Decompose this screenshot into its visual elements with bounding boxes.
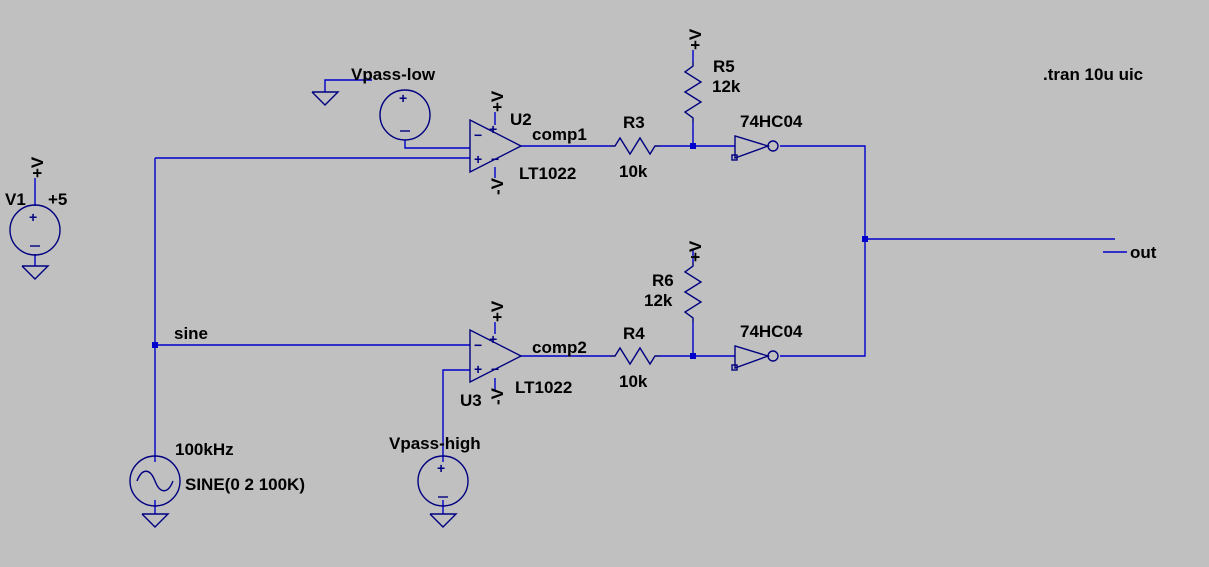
inverter-1-label: 74HC04 xyxy=(740,112,803,131)
svg-text:+: + xyxy=(474,151,482,167)
svg-text:+: + xyxy=(489,331,497,347)
v1-source[interactable]: + xyxy=(9,204,61,280)
u3-supply-neg: -V xyxy=(488,387,507,405)
r6-value: 12k xyxy=(644,291,673,310)
sine-net-label: sine xyxy=(174,324,208,343)
svg-text:−: − xyxy=(474,127,482,143)
r5-supply-label: +V xyxy=(686,28,705,50)
comp2-net-label: comp2 xyxy=(532,338,587,357)
r5-label: R5 xyxy=(713,57,735,76)
ground-icon xyxy=(311,91,340,106)
spice-directive[interactable]: .tran 10u uic xyxy=(1043,65,1143,84)
junction-dot-out xyxy=(862,236,868,242)
junction-dot-comp2 xyxy=(690,353,696,359)
u3-opamp[interactable]: − + + − xyxy=(469,328,523,384)
u2-supply-neg: -V xyxy=(488,177,507,195)
svg-text:+: + xyxy=(29,209,37,225)
r3-label: R3 xyxy=(623,113,645,132)
svg-text:+: + xyxy=(489,121,497,137)
vpass-low-source[interactable]: + xyxy=(379,89,431,141)
u3-supply-pos: +V xyxy=(488,300,507,322)
u2-supply-pos: +V xyxy=(488,90,507,112)
svg-text:+: + xyxy=(437,460,445,476)
u2-opamp[interactable]: − + + − xyxy=(469,118,523,174)
r6-supply-label: +V xyxy=(686,240,705,262)
inverter-2[interactable] xyxy=(731,345,779,371)
junction-dot-sine xyxy=(152,342,158,348)
r3-resistor[interactable] xyxy=(610,136,660,156)
r6-label: R6 xyxy=(652,271,674,290)
u3-model: LT1022 xyxy=(515,378,572,397)
comp1-net-label: comp1 xyxy=(532,125,587,144)
vpass-high-source[interactable]: + xyxy=(417,455,469,528)
u2-label: U2 xyxy=(510,110,532,129)
svg-text:−: − xyxy=(474,337,482,353)
junction-dot-comp1 xyxy=(690,143,696,149)
r5-resistor[interactable] xyxy=(683,62,703,122)
v1-supply-label: +V xyxy=(28,156,47,178)
inverter-1[interactable] xyxy=(731,135,779,161)
sine-source[interactable] xyxy=(129,455,181,528)
svg-text:−: − xyxy=(491,151,499,167)
r4-value: 10k xyxy=(619,372,648,391)
r6-resistor[interactable] xyxy=(683,262,703,322)
sine-source-value: SINE(0 2 100K) xyxy=(185,475,305,494)
junction-dots xyxy=(152,143,868,359)
v1-label: V1 xyxy=(5,190,26,209)
u3-label: U3 xyxy=(460,391,482,410)
out-net-label: out xyxy=(1130,243,1157,262)
vpass-high-label: Vpass-high xyxy=(389,434,481,453)
sine-source-freq: 100kHz xyxy=(175,440,234,459)
wires xyxy=(34,50,1127,514)
inverter-2-label: 74HC04 xyxy=(740,322,803,341)
svg-text:+: + xyxy=(474,361,482,377)
r4-label: R4 xyxy=(623,324,645,343)
r4-resistor[interactable] xyxy=(610,346,660,366)
svg-text:−: − xyxy=(491,361,499,377)
svg-text:+: + xyxy=(399,90,407,106)
vpass-low-label: Vpass-low xyxy=(351,65,436,84)
r5-value: 12k xyxy=(712,77,741,96)
r3-value: 10k xyxy=(619,162,648,181)
u2-model: LT1022 xyxy=(519,164,576,183)
v1-value: +5 xyxy=(48,190,67,209)
